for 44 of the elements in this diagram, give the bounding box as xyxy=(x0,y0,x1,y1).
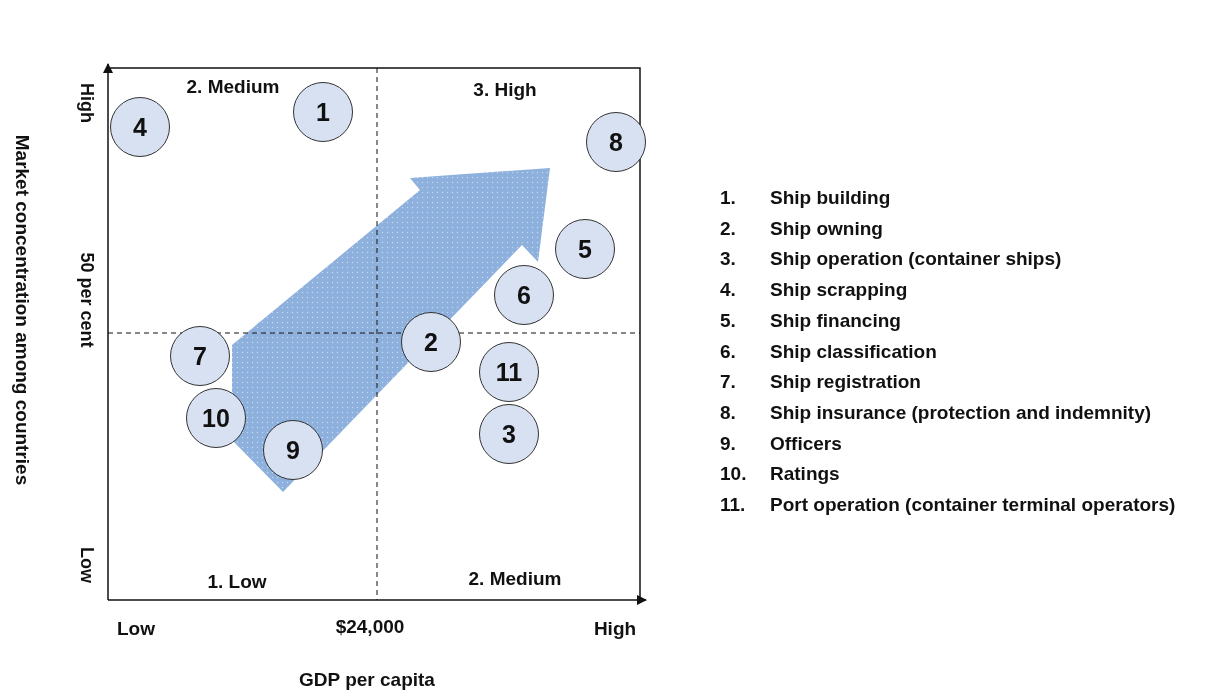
list-item-text: Ship classification xyxy=(770,340,937,363)
numbered-circle: 11 xyxy=(479,342,539,402)
list-number: 8. xyxy=(720,401,736,424)
quadrant-label: 1. Low xyxy=(207,571,267,593)
numbered-circle: 10 xyxy=(186,388,246,448)
list-item-text: Ship insurance (protection and indemnity) xyxy=(770,401,1152,424)
list-number: 10. xyxy=(720,463,747,486)
axis-title: Market concentration among countries xyxy=(11,134,33,486)
list-item-text: Officers xyxy=(770,432,842,455)
numbered-circle: 8 xyxy=(586,112,646,172)
axis-tick-label: Low xyxy=(75,547,97,583)
axis-tick-label: 50 per cent xyxy=(75,252,97,348)
list-number: 9. xyxy=(720,432,736,455)
numbered-circle: 3 xyxy=(479,404,539,464)
list-number: 5. xyxy=(720,309,736,332)
axis-tick-label: Low xyxy=(117,618,155,640)
numbered-circle: 1 xyxy=(293,82,353,142)
quadrant-label: 2. Medium xyxy=(468,568,562,590)
list-item-text: Ship owning xyxy=(770,217,883,240)
axis-tick-label: High xyxy=(75,83,97,123)
numbered-circle: 2 xyxy=(401,312,461,372)
axis-tick-label: $24,000 xyxy=(335,616,405,638)
numbered-circle: 4 xyxy=(110,97,170,157)
numbered-circle: 5 xyxy=(555,219,615,279)
list-item-text: Ship building xyxy=(770,187,891,209)
list-number: 1. xyxy=(720,187,736,209)
list-item-text: Ratings xyxy=(770,463,840,486)
numbered-circle: 7 xyxy=(170,326,230,386)
numbered-circle: 6 xyxy=(494,265,554,325)
list-item-text: Ship financing xyxy=(770,309,901,332)
quadrant-label: 2. Medium xyxy=(186,76,280,98)
list-item-text: Ship registration xyxy=(770,371,921,394)
list-number: 11. xyxy=(720,494,746,516)
list-number: 4. xyxy=(720,279,736,302)
list-item-text: Ship operation (container ships) xyxy=(770,248,1062,271)
list-number: 6. xyxy=(720,340,736,363)
list-number: 3. xyxy=(720,248,736,271)
list-item-text: Port operation (container terminal operators) xyxy=(770,494,1176,516)
axis-title: GDP per capita xyxy=(299,669,435,691)
quadrant-label: 3. High xyxy=(473,79,537,101)
axis-tick-label: High xyxy=(593,618,637,640)
list-item-text: Ship scrapping xyxy=(770,279,908,302)
list-number: 2. xyxy=(720,217,736,240)
list-number: 7. xyxy=(720,371,736,394)
